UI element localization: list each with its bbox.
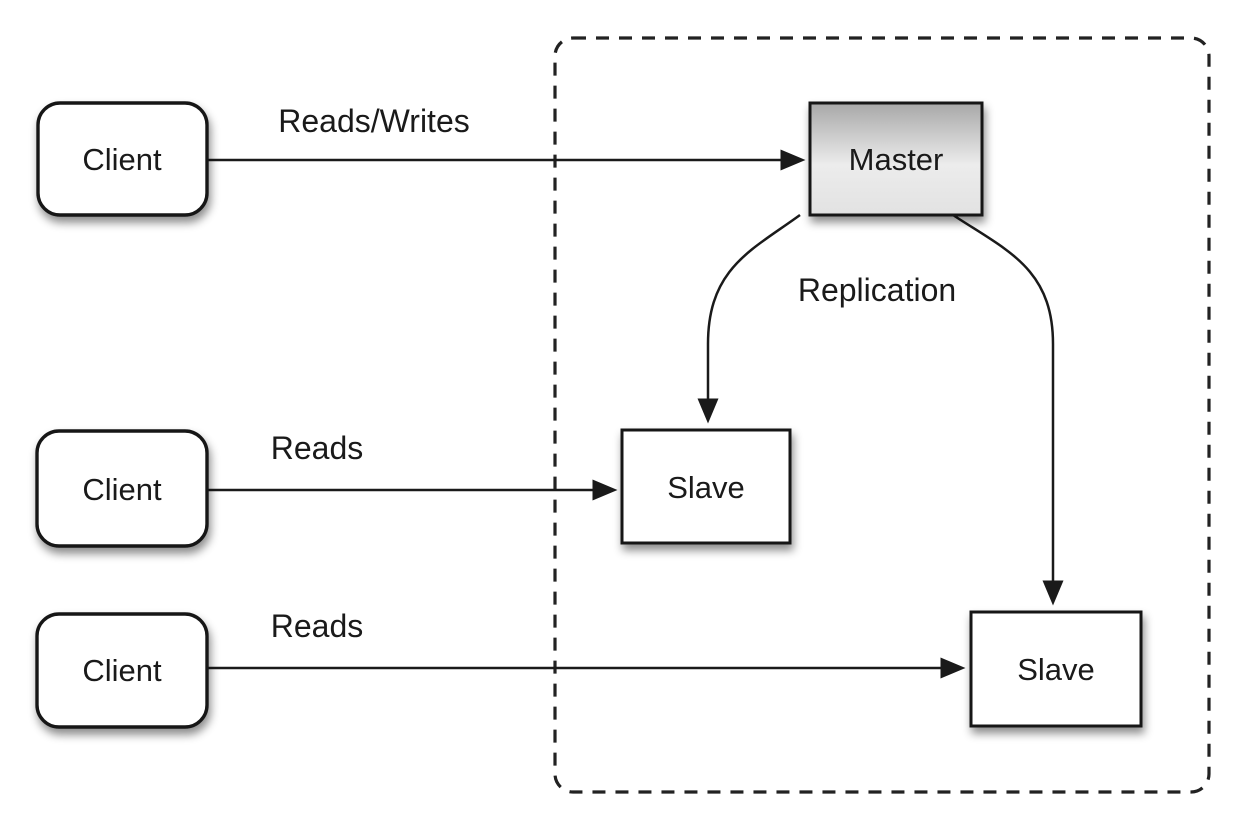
slave-label-1: Slave bbox=[667, 470, 745, 505]
client-box-1 bbox=[36, 101, 209, 217]
client-label-3: Client bbox=[82, 653, 162, 688]
edge-replication-left-arrow bbox=[697, 213, 801, 424]
client-box-2 bbox=[35, 429, 209, 548]
edge-reads-writes-label: Reads/Writes bbox=[278, 103, 469, 139]
client-label-2: Client bbox=[82, 472, 162, 507]
master-node bbox=[808, 101, 984, 217]
edge-reads-middle-label: Reads bbox=[271, 430, 364, 466]
master-label: Master bbox=[849, 142, 944, 177]
client-node-1 bbox=[36, 101, 209, 217]
client-node-2 bbox=[35, 429, 209, 548]
slave-box-1 bbox=[620, 428, 792, 545]
replication-boundary-dashed-box bbox=[553, 36, 1211, 794]
client-label-1: Client bbox=[82, 142, 162, 177]
edge-reads-bottom-label: Reads bbox=[271, 608, 364, 644]
slave-node-1 bbox=[620, 428, 792, 545]
slave-box-2 bbox=[969, 610, 1143, 728]
master-box bbox=[808, 101, 984, 217]
client-box-3 bbox=[35, 612, 209, 729]
edge-replication-right-arrow bbox=[952, 213, 1064, 606]
slave-label-2: Slave bbox=[1017, 652, 1095, 687]
slave-node-2 bbox=[969, 610, 1143, 728]
edge-replication-label: Replication bbox=[798, 272, 956, 308]
client-node-3 bbox=[35, 612, 209, 729]
